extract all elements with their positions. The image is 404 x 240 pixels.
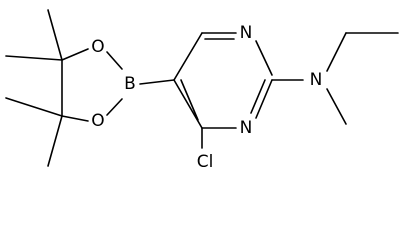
bond-n1-c2 [255,40,273,76]
atom-nitrogen-ring-top: N [240,23,253,43]
bond-c2-n3-double [250,79,266,114]
atom-boron: B [124,74,136,94]
bond-methyl-c4-top [47,9,63,61]
bond-namine-ch2 [326,32,347,72]
molecule-structure: O O B N N N Cl [5,9,399,172]
bond-c4pyr-c5pyr-double [180,79,199,121]
bond-b-c5pyr [139,79,175,85]
atom-nitrogen-amine: N [310,70,323,90]
bond-c4pyr-c5pyr [173,79,203,129]
bond-o1-b [106,51,123,70]
atom-oxygen-top: O [91,37,104,57]
bond-methyl-c5-left [5,97,63,117]
atom-chlorine: Cl [197,152,214,172]
bond-c4-o1 [61,48,89,61]
bond-c5pyr-c6 [173,32,203,81]
bond-methyl-c5-bottom [47,115,63,167]
molecule-canvas: O O B N N N Cl [5,9,399,172]
bond-c5-o2 [61,115,89,122]
atom-oxygen-bottom: O [91,111,104,131]
bond-methyl-c4-left [5,55,63,61]
bond-o2-b [106,98,123,116]
bond-c2-n3 [255,79,273,119]
atom-nitrogen-ring-bottom: N [240,118,253,138]
bond-namine-methyl [326,88,347,125]
